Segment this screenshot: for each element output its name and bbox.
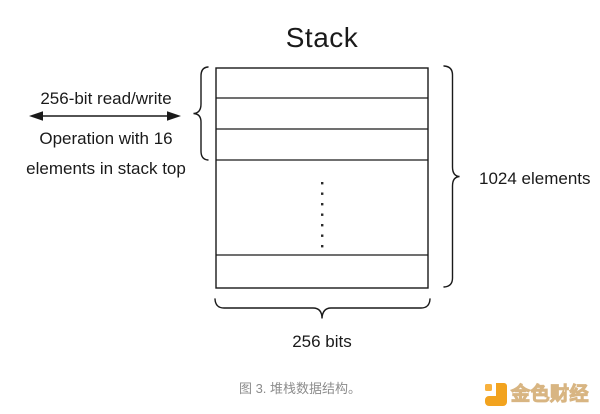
left-brace — [193, 66, 209, 161]
stack-rectangle — [215, 67, 429, 289]
elements-count-label: 1024 elements — [479, 169, 591, 188]
watermark-logo: 金色财经 — [484, 382, 589, 407]
left-annotation-block: 256-bit read/write Operation with 16 ele… — [8, 0, 204, 200]
double-arrow — [29, 111, 181, 121]
arrow-label: 256-bit read/write — [40, 89, 172, 108]
stack-cell-dividers — [216, 97, 428, 256]
ellipsis-dots — [321, 182, 324, 248]
bottom-brace — [214, 298, 431, 319]
diagram-title: Stack — [285, 22, 359, 53]
right-brace — [443, 65, 460, 288]
operation-label-line1: Operation with 16 — [39, 129, 173, 148]
brand-name: 金色财经 — [510, 383, 590, 405]
jinse-logo-icon — [485, 383, 507, 406]
figure-caption: 图 3. 堆栈数据结构。 — [238, 381, 362, 396]
bits-width-label: 256 bits — [292, 332, 352, 351]
operation-label-line2: elements in stack top — [26, 159, 186, 178]
